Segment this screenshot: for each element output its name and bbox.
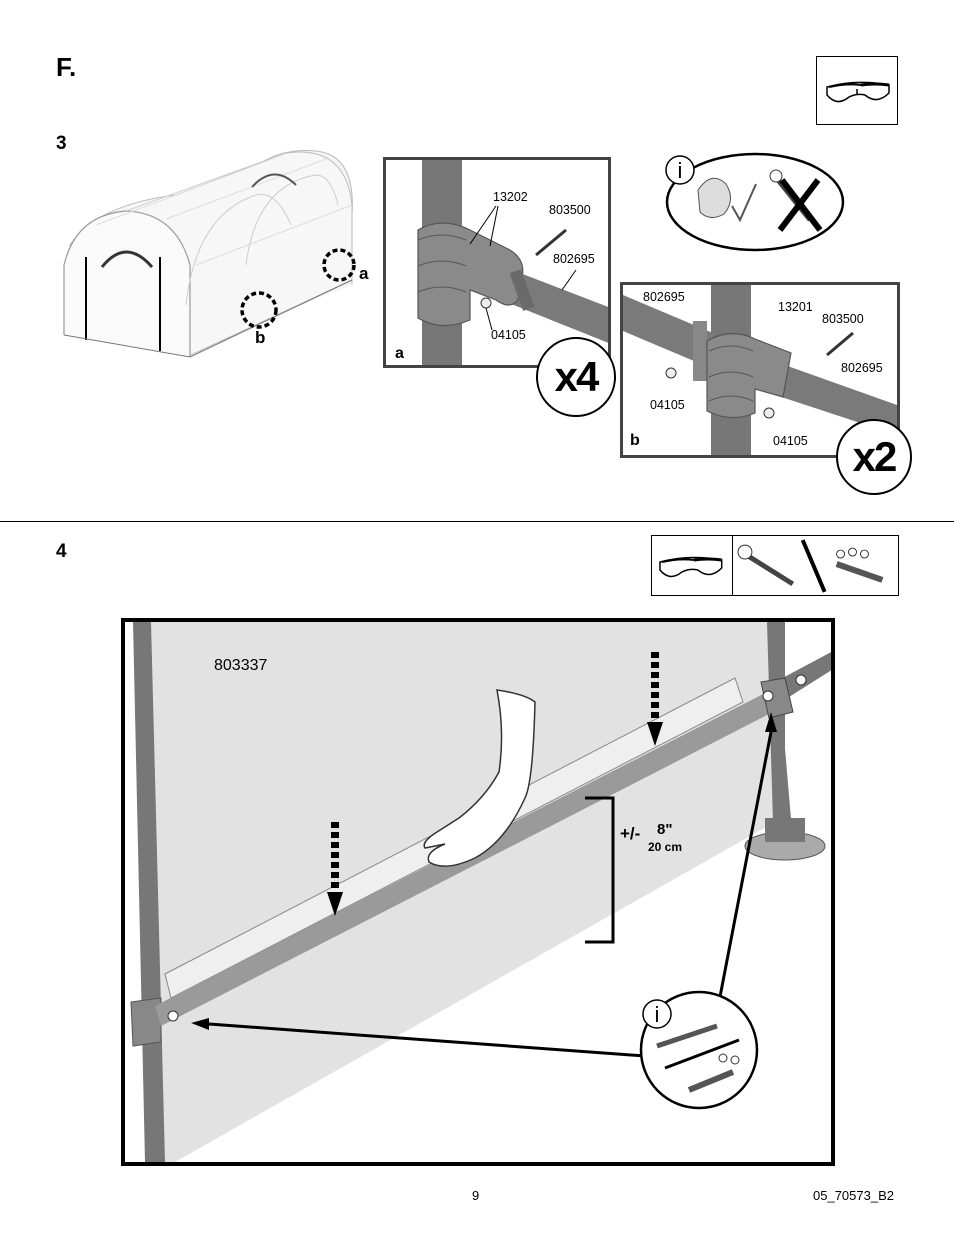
safety-glasses-icon (826, 81, 890, 103)
tools-box (651, 535, 899, 596)
info-icon-3: i (678, 158, 683, 183)
safety-glasses-box (816, 56, 898, 125)
detail-a-part-3: 802695 (553, 252, 595, 266)
overview-label-a: a (359, 264, 369, 283)
step-4-number: 4 (56, 541, 67, 562)
page-number: 9 (472, 1188, 480, 1203)
wrench-socket-icons (737, 539, 884, 593)
detail-b-part-4: 802695 (841, 361, 883, 375)
step-3-number: 3 (56, 133, 67, 154)
document-code: 05_70573_B2 (813, 1188, 894, 1203)
detail-b-part-3: 803500 (822, 312, 864, 326)
multiplier-x4: x4 (554, 353, 600, 400)
info-icon-4: i (655, 1002, 660, 1027)
measurement-prefix: +/- (620, 824, 641, 843)
connector-b-illustration (623, 285, 897, 455)
detail-a-part-1: 13202 (493, 190, 528, 204)
safety-glasses-icon-step4 (659, 536, 733, 595)
overview-label-b: b (255, 328, 266, 347)
detail-a-frame (383, 157, 611, 368)
section-letter: F. (56, 52, 77, 82)
multiplier-x2-badge: x2 (836, 419, 912, 495)
step-4-illustration-frame: i (121, 618, 835, 1166)
section-divider (0, 521, 954, 522)
detail-a-label: a (395, 345, 404, 362)
detail-a-part-2: 803500 (549, 203, 591, 217)
measurement-metric: 20 cm (648, 840, 683, 854)
cover-install-illustration: i (130, 622, 831, 1162)
measurement-imperial: 8" (657, 821, 673, 838)
connector-a-illustration (417, 160, 608, 365)
detail-b-part-5: 04105 (650, 398, 685, 412)
detail-b-part-6: 04105 (773, 434, 808, 448)
multiplier-x4-badge: x4 (536, 337, 616, 417)
detail-b-part-1: 802695 (643, 290, 685, 304)
step-4-part-number: 803337 (214, 657, 268, 674)
detail-b-part-2: 13201 (778, 300, 813, 314)
shelter-overview-illustration (63, 149, 356, 358)
detail-b-frame (620, 282, 900, 458)
info-bubble-hand-tighten: i (665, 152, 845, 252)
detail-b-label: b (630, 432, 640, 449)
detail-a-part-4: 04105 (491, 328, 526, 342)
multiplier-x2: x2 (852, 433, 898, 480)
